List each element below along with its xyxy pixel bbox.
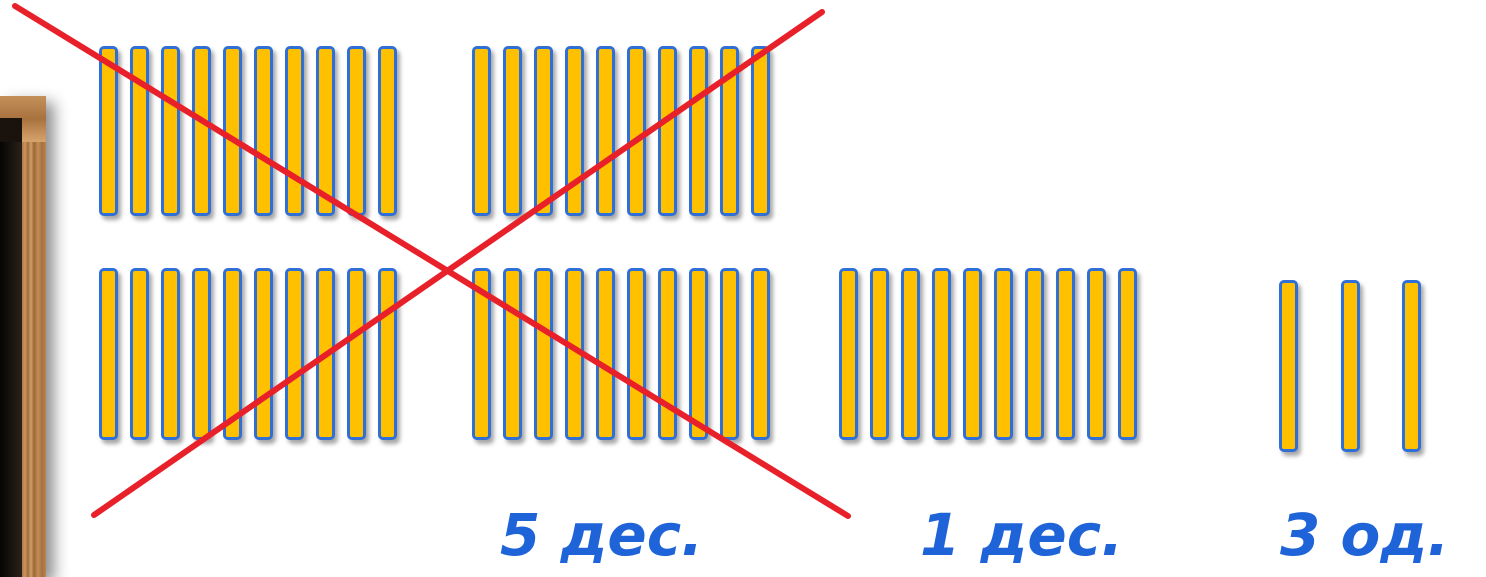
counting-stick	[751, 268, 770, 440]
counting-stick	[870, 268, 889, 440]
counting-stick	[223, 268, 242, 440]
counting-stick	[839, 268, 858, 440]
counting-stick	[689, 46, 708, 216]
counting-stick	[192, 268, 211, 440]
counting-stick	[751, 46, 770, 216]
units-label: 3 од.	[1280, 501, 1450, 569]
remaining-tens-label: 1 дес.	[920, 501, 1124, 569]
counting-stick	[534, 268, 553, 440]
counting-stick	[347, 268, 366, 440]
counting-stick	[130, 46, 149, 216]
counting-stick	[627, 268, 646, 440]
counting-stick	[161, 46, 180, 216]
counting-stick	[627, 46, 646, 216]
counting-stick	[378, 268, 397, 440]
counting-stick	[347, 46, 366, 216]
counting-stick	[223, 46, 242, 216]
counting-stick	[316, 46, 335, 216]
counting-stick	[472, 268, 491, 440]
crossed-tens-label: 5 дес.	[500, 501, 704, 569]
counting-stick	[534, 46, 553, 216]
counting-stick	[192, 46, 211, 216]
counting-stick	[99, 46, 118, 216]
counting-stick	[254, 46, 273, 216]
counting-stick	[565, 268, 584, 440]
chalkboard-surface	[0, 142, 22, 577]
counting-stick	[658, 46, 677, 216]
counting-stick	[994, 268, 1013, 440]
counting-stick	[254, 268, 273, 440]
counting-stick	[130, 268, 149, 440]
single-stick	[1402, 280, 1421, 452]
counting-stick	[1087, 268, 1106, 440]
single-stick	[1279, 280, 1298, 452]
chalkboard-frame-corner	[0, 96, 46, 142]
counting-stick	[565, 46, 584, 216]
counting-stick	[689, 268, 708, 440]
counting-stick	[503, 46, 522, 216]
counting-stick	[161, 268, 180, 440]
counting-stick	[658, 268, 677, 440]
counting-stick	[472, 46, 491, 216]
counting-stick	[932, 268, 951, 440]
counting-stick	[963, 268, 982, 440]
counting-stick	[316, 268, 335, 440]
counting-stick	[285, 268, 304, 440]
counting-stick	[378, 46, 397, 216]
counting-stick	[1118, 268, 1137, 440]
counting-stick	[503, 268, 522, 440]
counting-stick	[596, 268, 615, 440]
counting-stick	[901, 268, 920, 440]
counting-stick	[720, 46, 739, 216]
single-stick	[1341, 280, 1360, 452]
counting-stick	[285, 46, 304, 216]
chalkboard-wood-frame	[22, 96, 46, 577]
counting-stick	[596, 46, 615, 216]
counting-stick	[720, 268, 739, 440]
counting-stick	[99, 268, 118, 440]
counting-stick	[1056, 268, 1075, 440]
counting-stick	[1025, 268, 1044, 440]
